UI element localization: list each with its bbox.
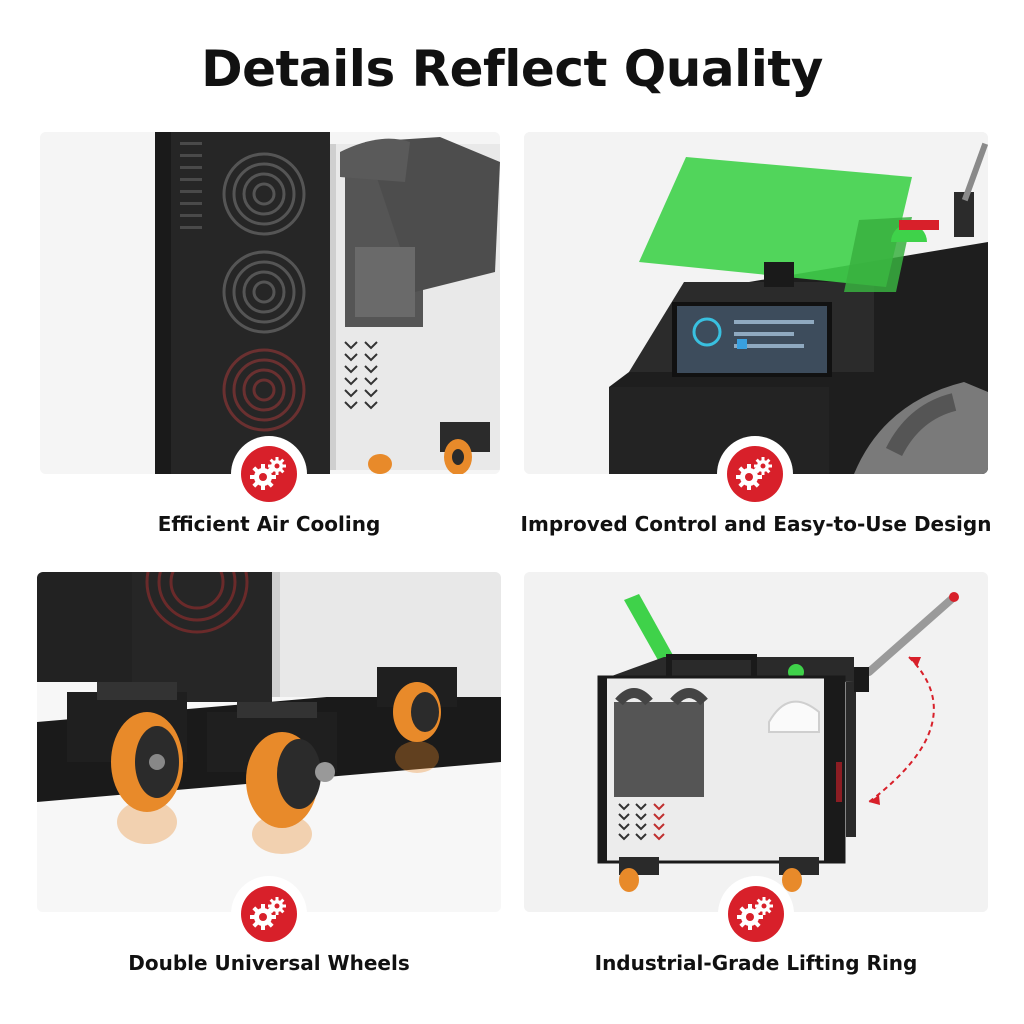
air-cooling-image (40, 132, 500, 474)
feature-caption-1: Efficient Air Cooling (157, 512, 381, 536)
gears-icon (736, 457, 772, 490)
feature-caption-2: Improved Control and Easy-to-Use Design (520, 512, 992, 536)
control-panel-image (524, 132, 988, 474)
lifting-ring-image (524, 572, 988, 912)
feature-caption-4: Industrial-Grade Lifting Ring (594, 951, 918, 975)
gears-icon (250, 457, 286, 490)
gears-icon (737, 897, 773, 930)
wheels-image (37, 572, 501, 912)
gears-icon (250, 897, 286, 930)
page-title: Details Reflect Quality (201, 40, 823, 98)
feature-badge-2 (717, 436, 793, 512)
feature-badge-4 (718, 876, 794, 952)
feature-caption-3: Double Universal Wheels (128, 951, 410, 975)
feature-badge-1 (231, 436, 307, 512)
feature-badge-3 (231, 876, 307, 952)
